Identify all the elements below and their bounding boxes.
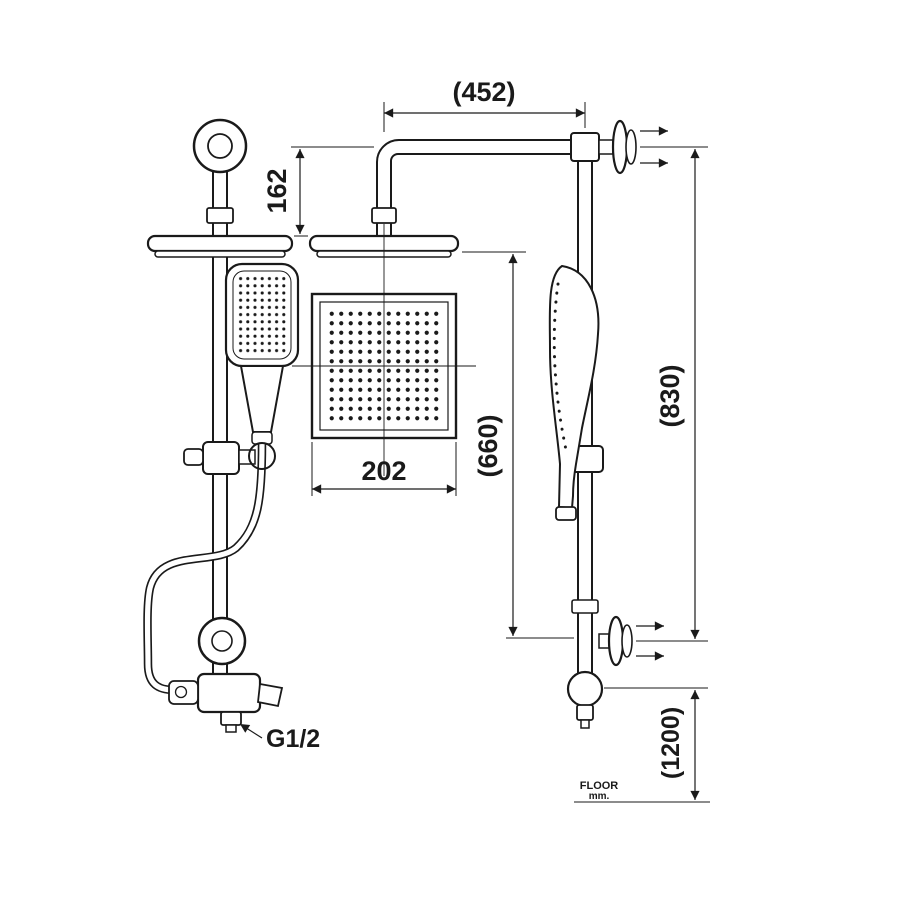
dimension-1200: (1200) FLOOR mm.	[574, 687, 710, 803]
mixer-body	[196, 672, 262, 714]
top-flange-stub	[598, 139, 614, 155]
mixer-side-outlet	[576, 704, 594, 721]
slider-clamp	[202, 441, 240, 475]
mixer-spout	[257, 682, 284, 708]
top-tee-fitting	[570, 132, 600, 162]
mixer-outlet	[220, 711, 242, 726]
shower-arm-outer	[376, 139, 592, 236]
inlet-thread-callout: G1/2	[239, 723, 320, 753]
overhead-shower-edge	[146, 234, 294, 253]
front-view: G1/2	[143, 118, 320, 753]
top-wall-flange-hub	[207, 133, 233, 159]
dimension-452: (452)	[383, 77, 586, 132]
dimension-162: 162	[262, 146, 374, 237]
shower-hose-core	[144, 443, 265, 693]
side-view	[548, 119, 668, 729]
leader-arrow	[239, 723, 263, 739]
mixer-outlet-nipple	[225, 724, 237, 733]
bottom-flange-side-inner	[621, 624, 633, 658]
mixer-handle-cap	[174, 685, 188, 699]
dimension-label-660: (660)	[473, 414, 503, 477]
top-flange-side-inner	[625, 129, 637, 165]
column-fitting	[571, 599, 599, 614]
hand-shower-spray-face-dots	[552, 282, 568, 452]
hand-shower-nozzles	[237, 275, 287, 355]
dimension-label-1200: (1200)	[657, 707, 685, 779]
dimension-660: (660)	[462, 251, 574, 639]
bottom-wall-flange-hub	[211, 630, 233, 652]
slider-knob	[183, 448, 204, 466]
dimension-202: 202	[311, 442, 457, 496]
hand-shower-paddle	[548, 264, 600, 510]
mixer-front	[168, 672, 284, 733]
holder-ring	[248, 442, 276, 470]
hand-shower-front	[224, 262, 300, 445]
inlet-thread-label: G1/2	[266, 725, 320, 753]
riser-union-nut	[206, 207, 234, 224]
overhead-shower-face-lip	[154, 250, 286, 258]
dimension-830: (830)	[636, 146, 708, 642]
slider-bracket	[183, 441, 276, 475]
top-flange-side	[611, 119, 629, 175]
dimension-label-452: (452)	[452, 77, 515, 107]
dimension-label-202: 202	[361, 456, 406, 486]
dimension-label-162: 162	[262, 168, 292, 213]
shower-arm-inner	[390, 153, 592, 236]
unit-label: mm.	[589, 791, 610, 802]
hand-shower-handle	[239, 365, 285, 433]
floor-label: FLOOR	[580, 780, 619, 792]
arm-union-nut	[371, 207, 397, 224]
holder-arm	[238, 449, 256, 465]
plan-view-shower-head	[292, 139, 592, 476]
mixer-side-nipple	[580, 719, 590, 729]
head-nozzle-grid	[327, 309, 441, 423]
dimension-label-830: (830)	[655, 364, 685, 427]
mixer-side-body	[566, 670, 604, 708]
hand-shower-side-connector	[555, 506, 577, 521]
bottom-flange-side	[607, 615, 625, 667]
hand-shower-side	[548, 264, 600, 521]
